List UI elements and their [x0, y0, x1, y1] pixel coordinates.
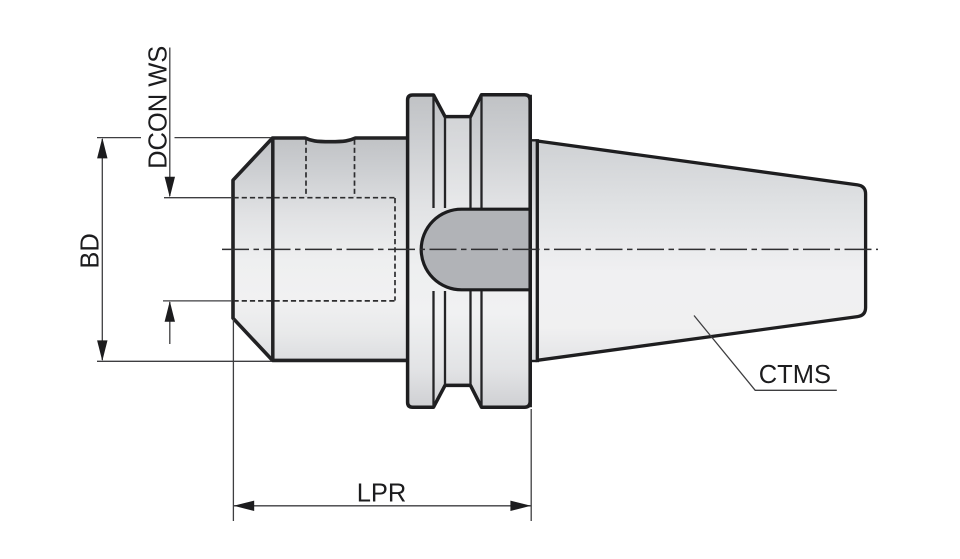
svg-text:DCON WS: DCON WS: [144, 46, 172, 169]
svg-text:LPR: LPR: [357, 480, 407, 508]
svg-text:BD: BD: [76, 233, 104, 268]
svg-text:CTMS: CTMS: [759, 361, 831, 389]
